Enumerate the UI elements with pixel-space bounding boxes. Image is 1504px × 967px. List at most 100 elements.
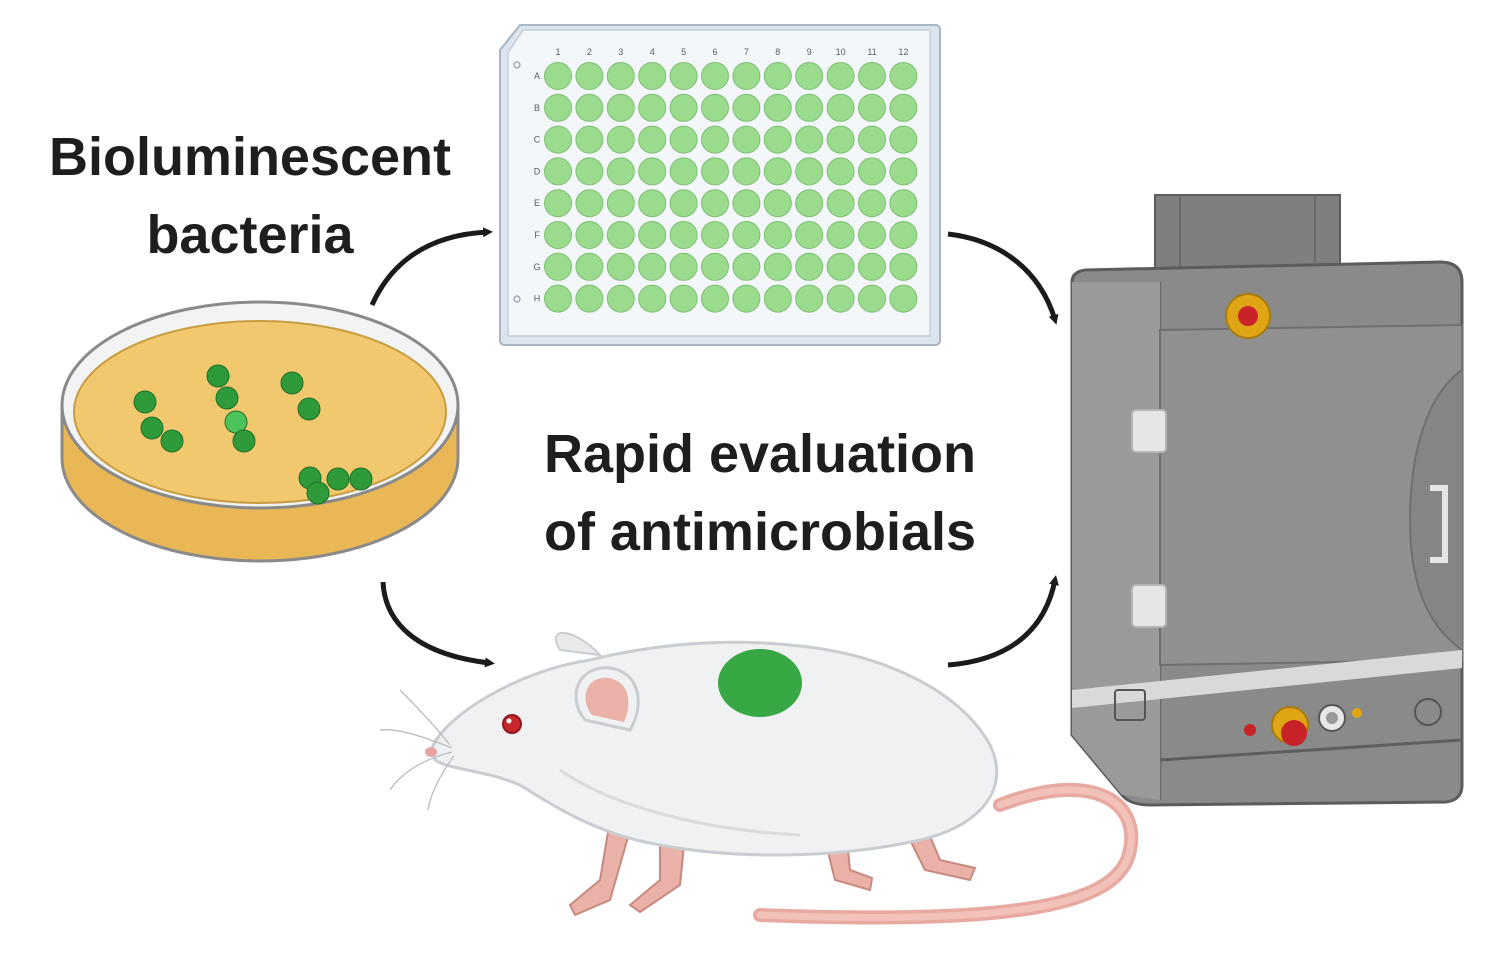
plate-well xyxy=(795,125,824,154)
plate-column-label: 6 xyxy=(712,47,717,57)
plate-well xyxy=(858,125,886,154)
bacterial-colony xyxy=(140,416,164,440)
rapid-evaluation-caption: Rapid evaluation of antimicrobials xyxy=(490,415,1030,571)
plate-well xyxy=(826,189,855,218)
plate-well xyxy=(669,157,698,186)
plate-well xyxy=(732,125,761,154)
bacterial-colony xyxy=(349,467,373,491)
plate-well xyxy=(701,284,729,313)
bacterial-colony xyxy=(232,429,256,453)
plate-well xyxy=(701,252,729,281)
plate-well xyxy=(826,93,855,122)
plate-well xyxy=(606,93,635,122)
petri-dish-icon xyxy=(60,300,460,563)
bacterial-colonies xyxy=(133,364,373,505)
bioluminescent-bacteria-caption: Bioluminescent bacteria xyxy=(10,118,490,274)
plate-column-label: 7 xyxy=(744,47,749,57)
plate-well xyxy=(701,189,729,218)
plate-well xyxy=(826,125,855,154)
plate-well xyxy=(575,221,604,249)
plate-well xyxy=(606,221,635,249)
plate-well xyxy=(669,189,698,218)
bacterial-colony xyxy=(206,364,230,388)
plate-well xyxy=(795,252,824,281)
plate-well xyxy=(544,157,572,186)
plate-well xyxy=(795,93,824,122)
plate-column-label: 3 xyxy=(618,47,623,57)
plate-well xyxy=(763,252,792,281)
plate-well xyxy=(575,157,604,186)
plate-column-label: 9 xyxy=(807,47,812,57)
plate-row-label: D xyxy=(534,166,541,176)
workflow-arrows xyxy=(369,227,1059,668)
plate-well xyxy=(826,284,855,313)
caption-line: Bioluminescent xyxy=(48,127,452,187)
plate-well xyxy=(701,93,729,122)
plate-row-label: B xyxy=(534,103,540,113)
plate-well xyxy=(826,157,855,186)
plate-well xyxy=(889,125,918,154)
plate-well xyxy=(889,252,918,281)
plate-well xyxy=(763,93,792,122)
plate-well xyxy=(795,221,824,249)
plate-well xyxy=(732,189,761,218)
plate-well xyxy=(889,62,918,90)
arrow-icon xyxy=(369,227,493,307)
plate-well xyxy=(544,93,572,122)
plate-column-label: 1 xyxy=(555,47,560,57)
plate-well xyxy=(795,284,824,313)
plate-well xyxy=(544,62,572,90)
bacterial-colony xyxy=(133,390,157,414)
plate-well xyxy=(669,221,698,249)
mouse-icon xyxy=(379,632,1139,925)
plate-well xyxy=(795,189,824,218)
plate-well xyxy=(826,221,855,249)
plate-well xyxy=(858,284,886,313)
plate-well xyxy=(669,284,698,313)
plate-well xyxy=(858,189,886,218)
caption-line: of antimicrobials xyxy=(543,502,977,562)
plate-well xyxy=(826,62,855,90)
bacterial-colony xyxy=(326,467,350,491)
plate-well xyxy=(763,284,792,313)
plate-well xyxy=(826,252,855,281)
bacterial-colony xyxy=(306,481,330,505)
plate-well xyxy=(732,221,761,249)
plate-well xyxy=(763,221,792,249)
plate-well xyxy=(638,284,667,313)
plate-column-label: 5 xyxy=(681,47,686,57)
plate-well xyxy=(795,62,824,90)
imaging-system-icon xyxy=(1070,194,1464,807)
plate-well xyxy=(638,252,667,281)
plate-row-label: F xyxy=(534,230,540,240)
plate-well xyxy=(575,93,604,122)
plate-row-label: A xyxy=(534,71,540,81)
caption-line: Rapid evaluation xyxy=(543,424,977,484)
plate-column-label: 11 xyxy=(867,47,876,57)
plate-well xyxy=(889,157,918,186)
plate-well xyxy=(544,221,572,249)
plate-well xyxy=(669,125,698,154)
plate-well xyxy=(606,189,635,218)
arrow-icon xyxy=(947,231,1059,325)
plate-well xyxy=(858,221,886,249)
bacterial-colony xyxy=(280,371,304,395)
plate-well xyxy=(669,62,698,90)
plate-well xyxy=(732,252,761,281)
plate-well xyxy=(638,93,667,122)
plate-well xyxy=(575,284,604,313)
arrow-icon xyxy=(380,581,495,668)
plate-row-label: G xyxy=(533,262,540,272)
plate-well xyxy=(889,93,918,122)
plate-well xyxy=(606,62,635,90)
plate-well xyxy=(763,157,792,186)
plate-column-label: 10 xyxy=(836,47,846,57)
plate-well xyxy=(701,157,729,186)
plate-column-label: 12 xyxy=(898,47,908,57)
plate-well xyxy=(606,157,635,186)
plate-well xyxy=(638,189,667,218)
well-grid xyxy=(544,62,918,313)
plate-well xyxy=(669,252,698,281)
